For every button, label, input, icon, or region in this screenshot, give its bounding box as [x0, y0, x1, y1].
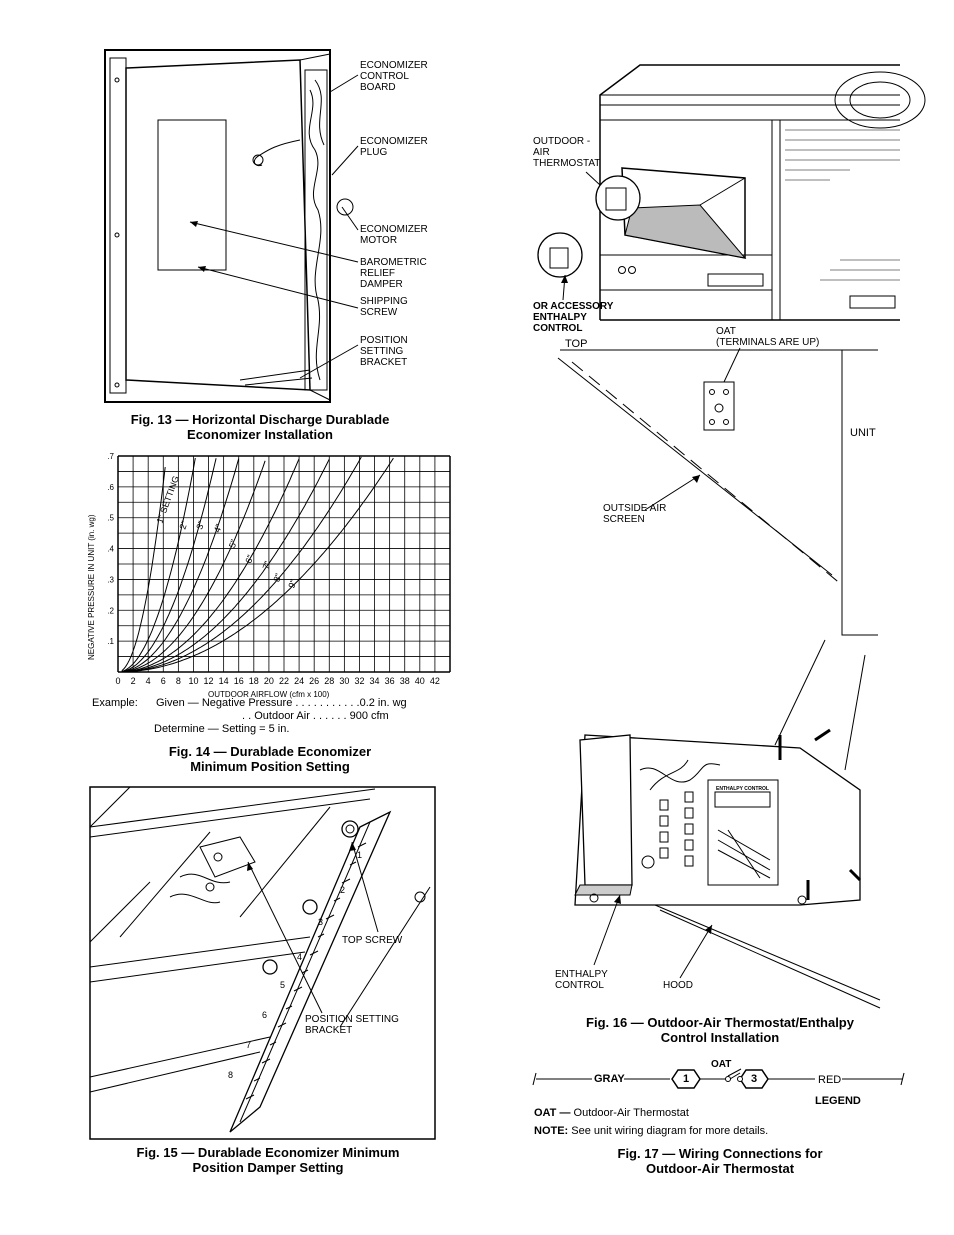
- fig13-economizer-drawing: [104, 49, 359, 403]
- curve-setting-5: [121, 460, 266, 673]
- y-tick-label: .6: [107, 483, 114, 492]
- curve-setting-7: [121, 458, 330, 673]
- curve-setting-8: [121, 456, 362, 673]
- curve-setting-6: [121, 458, 300, 673]
- curve-label: 2": [177, 520, 189, 531]
- x-tick-label: 32: [354, 676, 364, 686]
- x-tick-label: 10: [188, 676, 198, 686]
- curve-setting-1: [121, 467, 166, 672]
- x-tick-label: 14: [219, 676, 229, 686]
- fig17-oat-label: OAT: [711, 1059, 732, 1070]
- x-tick-label: 34: [370, 676, 380, 686]
- x-tick-label: 22: [279, 676, 289, 686]
- x-tick-label: 8: [176, 676, 181, 686]
- x-tick-label: 20: [264, 676, 274, 686]
- y-tick-label: .4: [107, 545, 114, 554]
- y-tick-label: .3: [107, 575, 114, 584]
- x-tick-label: 2: [131, 676, 136, 686]
- y-tick-label: .1: [107, 637, 114, 646]
- x-tick-label: 26: [309, 676, 319, 686]
- curve-label: 3": [194, 520, 206, 531]
- x-tick-label: 18: [249, 676, 259, 686]
- fig17-legend-title: LEGEND: [815, 1095, 861, 1107]
- y-tick-label: .2: [107, 606, 114, 615]
- x-tick-label: 42: [430, 676, 440, 686]
- fig15-drawing: [89, 786, 436, 1140]
- y-tick-label: .5: [107, 514, 114, 523]
- fig17-wire-red: RED: [818, 1074, 842, 1086]
- fig13-caption: Fig. 13 — Horizontal Discharge Durablade…: [130, 412, 390, 442]
- curve-label: 5": [227, 538, 239, 549]
- x-tick-label: 12: [204, 676, 214, 686]
- x-tick-label: 0: [115, 676, 120, 686]
- fig17-terminal-3: 3: [750, 1073, 758, 1085]
- fig16-board-title: ENTHALPY CONTROL: [716, 786, 769, 792]
- x-tick-label: 30: [339, 676, 349, 686]
- x-tick-label: 6: [161, 676, 166, 686]
- x-tick-label: 38: [400, 676, 410, 686]
- x-tick-label: 36: [385, 676, 395, 686]
- fig16-label-top: TOP: [565, 338, 588, 350]
- fig14-xlabel: OUTDOOR AIRFLOW (cfm x 100): [208, 690, 330, 699]
- curve-label: 8": [271, 572, 283, 583]
- curve-label: 9": [286, 578, 298, 589]
- fig15-label-top-screw: TOP SCREW: [342, 935, 403, 946]
- x-tick-label: 40: [415, 676, 425, 686]
- fig17-wire-gray: GRAY: [594, 1073, 625, 1085]
- x-tick-label: 24: [294, 676, 304, 686]
- x-tick-label: 16: [234, 676, 244, 686]
- curve-label: 6": [243, 554, 255, 565]
- y-tick-label: .7: [107, 452, 114, 461]
- fig16-label-hood: HOOD: [663, 980, 693, 991]
- curve-setting-2: [121, 457, 196, 672]
- x-tick-label: 4: [146, 676, 151, 686]
- fig17-legend-oat: OAT — Outdoor-Air Thermostat: [534, 1107, 689, 1119]
- fig16-label-unit: UNIT: [850, 427, 876, 439]
- x-tick-label: 28: [324, 676, 334, 686]
- fig17-terminal-1: 1: [682, 1073, 690, 1085]
- fig14-example: Example: Given — Negative Pressure . . .…: [92, 697, 407, 735]
- fig17-note: NOTE: See unit wiring diagram for more d…: [534, 1125, 769, 1137]
- curve-setting-9: [121, 457, 394, 673]
- curve-label: 7": [261, 560, 273, 571]
- curve-label: 4": [212, 523, 224, 534]
- curve-setting-4: [121, 458, 240, 673]
- curve-setting-3: [121, 458, 217, 673]
- fig16-label-oat-terminals: OAT(TERMINALS ARE UP): [716, 326, 820, 348]
- fig16-caption: Fig. 16 — Outdoor-Air Thermostat/Enthalp…: [586, 1015, 854, 1045]
